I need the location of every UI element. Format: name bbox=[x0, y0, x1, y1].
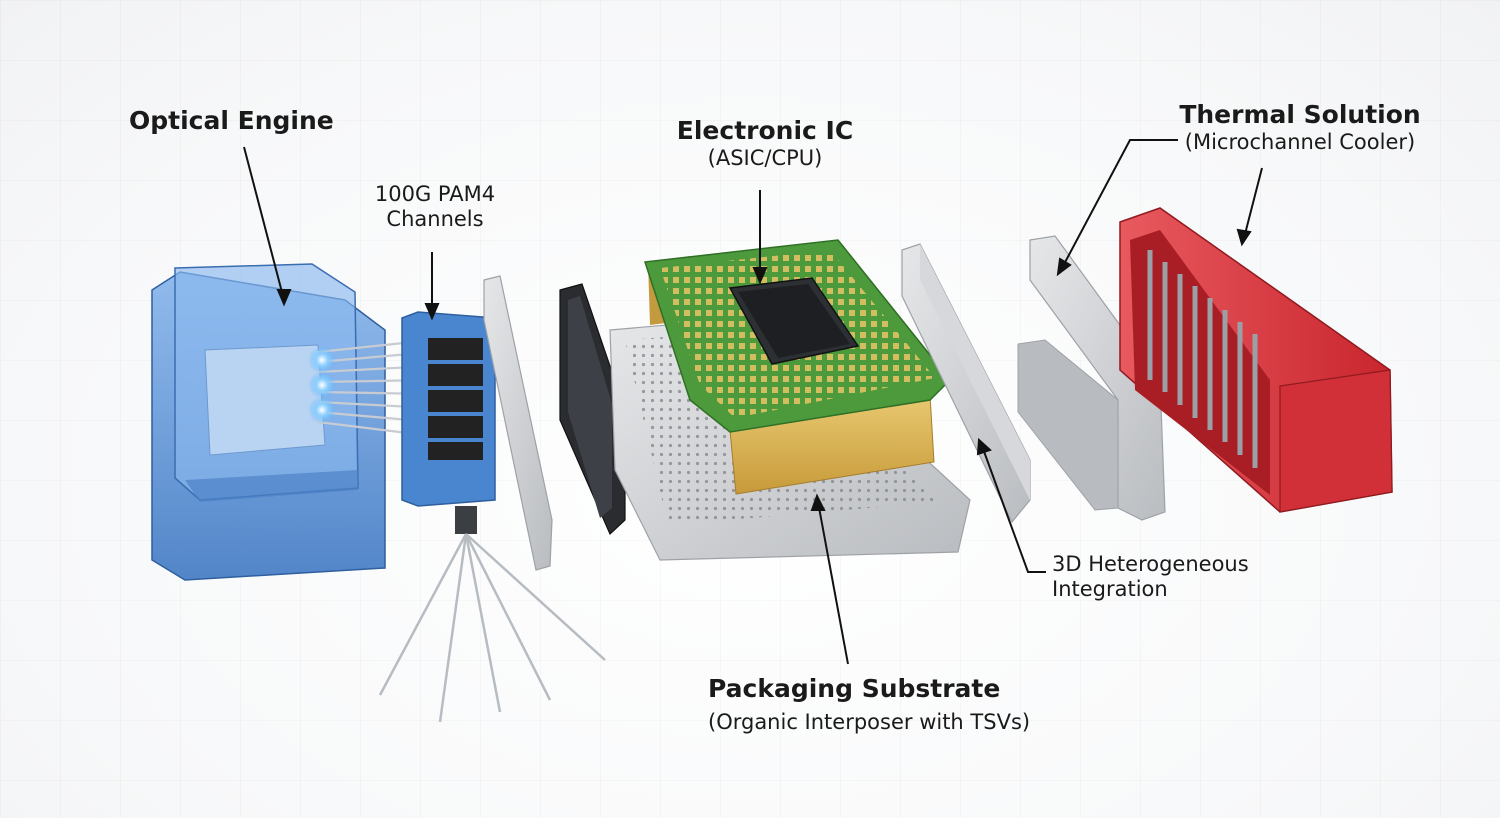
pam4-line2: Channels bbox=[386, 207, 484, 232]
electronic-ic-title: Electronic IC bbox=[676, 116, 854, 145]
optical-engine-title: Optical Engine bbox=[129, 106, 334, 135]
pam4-connector bbox=[378, 311, 606, 723]
electronic-ic-label: Electronic IC (ASIC/CPU) bbox=[660, 116, 870, 171]
microchannel-cooler bbox=[1119, 207, 1393, 513]
thermal-solution-title: Thermal Solution bbox=[1179, 100, 1421, 129]
pam4-line1: 100G PAM4 bbox=[374, 182, 496, 206]
spacer-plate bbox=[483, 275, 553, 571]
thermal-solution-label: Thermal Solution (Microchannel Cooler) bbox=[1170, 100, 1430, 155]
pam4-label: 100G PAM4 Channels bbox=[360, 182, 510, 232]
leader-lines bbox=[243, 139, 1263, 665]
packaging-substrate-label: Packaging Substrate (Organic Interposer … bbox=[708, 674, 1030, 735]
electronic-ic-subtitle: (ASIC/CPU) bbox=[707, 146, 823, 170]
mounting-bracket bbox=[1017, 235, 1166, 521]
packaging-substrate-subtitle: (Organic Interposer with TSVs) bbox=[708, 710, 1031, 734]
hetero-line2: Integration bbox=[1052, 577, 1168, 602]
black-connector-plate bbox=[559, 283, 626, 536]
electronic-ic-assembly bbox=[644, 239, 952, 495]
thermal-solution-subtitle: (Microchannel Cooler) bbox=[1184, 130, 1416, 154]
heterogeneous-integration-plate bbox=[901, 243, 1031, 524]
optical-engine-block bbox=[151, 263, 386, 581]
heterogeneous-integration-label: 3D Heterogeneous Integration bbox=[1052, 552, 1249, 602]
hetero-line1: 3D Heterogeneous bbox=[1052, 552, 1249, 576]
packaging-substrate-title: Packaging Substrate bbox=[708, 674, 1001, 703]
